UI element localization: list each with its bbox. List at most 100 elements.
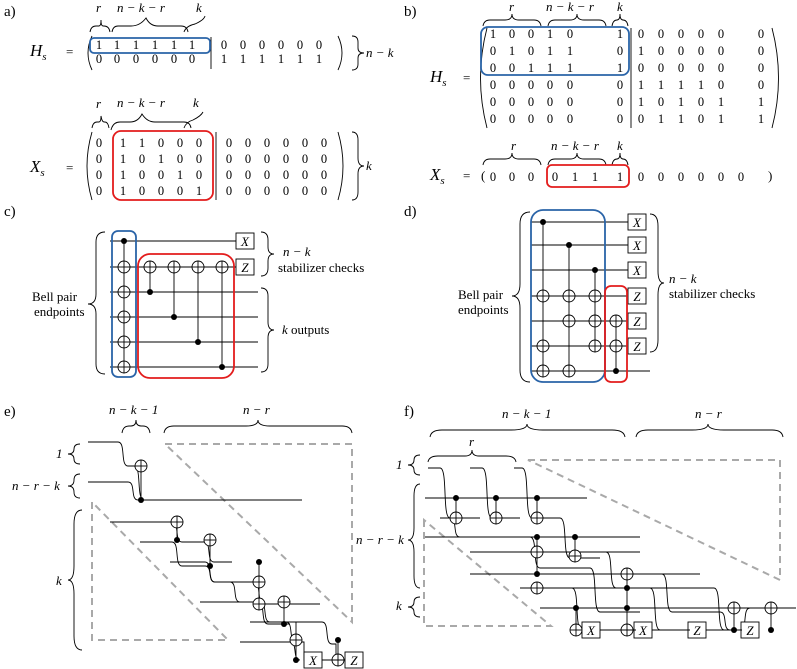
matrix-cell: 0 [490, 78, 496, 92]
matrix-cell: 0 [638, 112, 644, 126]
matrix-cell: 0 [567, 27, 573, 41]
matrix-cell: 0 [96, 152, 102, 166]
matrix-cell: 0 [245, 184, 251, 198]
kout-brace-c [260, 287, 275, 373]
control-dot [768, 627, 774, 633]
control-dot [335, 637, 341, 643]
panel-label-f: f) [404, 404, 414, 420]
nkr-label-a1: n − k − r [117, 0, 166, 15]
matrix-cell: 1 [96, 38, 102, 52]
matrix-cell: 1 [114, 38, 120, 52]
matrix-cell: 0 [509, 78, 515, 92]
brace-f-k [407, 596, 421, 618]
nmk-label-d: n − k [669, 271, 697, 286]
paren-a2-right [337, 131, 344, 201]
measure-gate [235, 258, 255, 276]
matrix-cell: 1 [152, 38, 158, 52]
matrix-cell: 1 [678, 95, 684, 109]
brace-e-k [67, 509, 83, 651]
matrix-cell: 1 [139, 136, 145, 150]
brace-a1-nkr [111, 17, 189, 33]
matrix-cell: 0 [490, 61, 496, 75]
matrix-cell: 1 [259, 52, 265, 66]
matrix-cell: 0 [617, 95, 623, 109]
bell-label-d1: Bell pair [458, 287, 504, 302]
panel-label-e: e) [4, 404, 16, 420]
paren-b2-left: ( [481, 168, 485, 183]
matrix-cell: 0 [283, 168, 289, 182]
matrix-cell: 1 [490, 27, 496, 41]
matrix-cell: 0 [698, 61, 704, 75]
matrix-cell: 0 [678, 27, 684, 41]
control-dot [534, 571, 540, 577]
staircase-wire [170, 561, 290, 625]
matrix-cell: 1 [547, 44, 553, 58]
matrix-cell: 0 [738, 170, 744, 184]
nkr-label-a2: n − k − r [117, 95, 166, 110]
control-dot [624, 605, 630, 611]
staircase-wire [200, 601, 308, 661]
matrix-cell: 1 [120, 184, 126, 198]
matrix-cell: 1 [567, 44, 573, 58]
matrix-cell: 0 [259, 38, 265, 52]
staircase-wire [590, 551, 700, 631]
matrix-cell: 0 [509, 95, 515, 109]
control-dot [566, 242, 572, 248]
matrix-cell: 0 [245, 136, 251, 150]
control-dot [540, 219, 546, 225]
matrix-cell: 0 [617, 78, 623, 92]
brace-b1-k [611, 13, 629, 27]
matrix-cell: 0 [547, 95, 553, 109]
matrix-cell: 0 [283, 184, 289, 198]
measure-gate-label: Z [633, 339, 641, 354]
matrix-cell: 1 [658, 78, 664, 92]
matrix-cell: 0 [316, 38, 322, 52]
matrix-cell: 0 [158, 136, 164, 150]
measure-gate [235, 232, 255, 250]
measure-gate [627, 337, 647, 355]
matrix-cell: 0 [638, 61, 644, 75]
control-dot [534, 495, 540, 501]
matrix-cell: 0 [264, 152, 270, 166]
blue-box-b1 [480, 26, 630, 76]
matrix-cell: 1 [617, 170, 623, 184]
nk1-label-f: n − k − 1 [502, 406, 551, 421]
matrix-cell: 0 [283, 152, 289, 166]
matrix-cell: 0 [152, 52, 158, 66]
brace-a1-k [183, 15, 206, 33]
red-box-b2 [546, 164, 630, 188]
matrix-cell: 0 [698, 27, 704, 41]
control-dot [219, 364, 225, 370]
kout-label-c: k outputs [282, 322, 329, 337]
matrix-cell: 0 [547, 112, 553, 126]
matrix-cell: 0 [509, 170, 515, 184]
matrix-cell: 0 [718, 44, 724, 58]
measure-gate [627, 236, 647, 254]
nk1-label-e: n − k − 1 [109, 402, 158, 417]
matrix-cell: 0 [758, 61, 764, 75]
r-label-a2: r [96, 96, 102, 111]
nmk-label-c: n − k [283, 244, 311, 259]
staircase-wire [520, 536, 640, 613]
matrix-cell: 0 [528, 95, 534, 109]
brace-b2-r [482, 152, 542, 166]
matrix-cell: 0 [226, 152, 232, 166]
matrix-cell: 1 [617, 61, 623, 75]
control-dot [624, 585, 630, 591]
matrix-cell: 1 [316, 52, 322, 66]
panel-label-c: c) [4, 204, 16, 220]
matrix-cell: 0 [158, 184, 164, 198]
matrix-cell: 1 [567, 61, 573, 75]
matrix-cell: 0 [528, 170, 534, 184]
matrix-cell: 0 [221, 38, 227, 52]
k-label-a1: k [196, 0, 202, 15]
hs-label-a: Hs [29, 41, 47, 63]
brace-f-r [427, 449, 517, 463]
matrix-cell: 0 [226, 136, 232, 150]
eq-b1: = [463, 70, 470, 85]
bell-label-c2: endpoints [34, 304, 85, 319]
measure-gate-label: X [586, 623, 596, 638]
